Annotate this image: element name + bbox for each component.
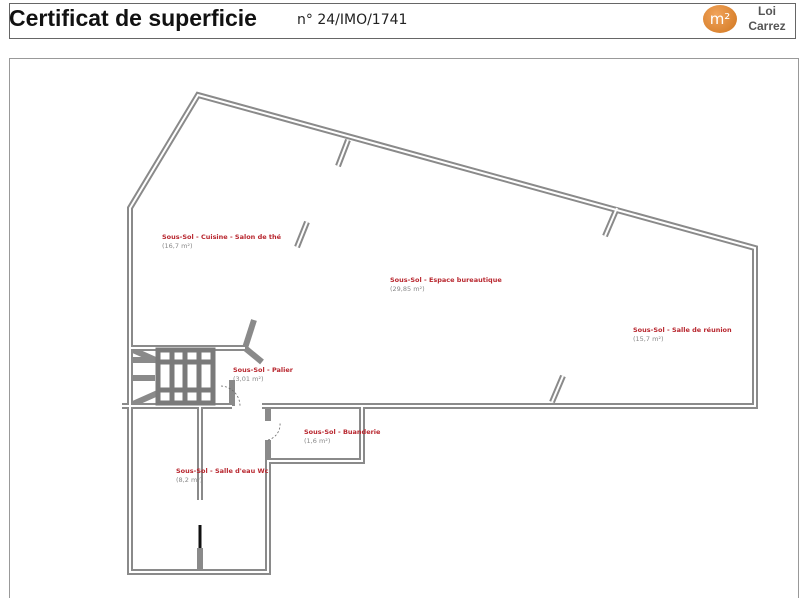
room-name: Sous-Sol - Salle de réunion [633, 326, 732, 334]
room-name: Sous-Sol - Salle d'eau Wc [176, 467, 269, 475]
floor-plan-frame [9, 58, 799, 598]
room-label-espace-bureautique: Sous-Sol - Espace bureautique(29,85 m²) [390, 276, 502, 294]
room-label-salle-eau: Sous-Sol - Salle d'eau Wc(8,2 m²) [176, 467, 269, 485]
door-swing-buanderie [267, 422, 281, 441]
page-title: Certificat de superficie [9, 5, 257, 31]
logo-text-2: Carrez [748, 19, 786, 33]
room-area: (29,85 m²) [390, 285, 425, 293]
room-area: (8,2 m²) [176, 476, 203, 484]
loi-carrez-logo: m² [703, 5, 737, 33]
certificate-header [9, 3, 796, 39]
room-name: Sous-Sol - Cuisine - Salon de thé [162, 233, 282, 241]
room-area: (15,7 m²) [633, 335, 664, 343]
room-area: (16,7 m²) [162, 242, 193, 250]
certificate-number: n° 24/IMO/1741 [297, 12, 408, 28]
room-label-buanderie: Sous-Sol - Buanderie(1,6 m²) [304, 428, 380, 446]
room-area: (3,01 m²) [233, 375, 264, 383]
room-area: (1,6 m²) [304, 437, 331, 445]
room-name: Sous-Sol - Buanderie [304, 428, 381, 436]
staircase [155, 347, 216, 406]
room-name: Sous-Sol - Espace bureautique [390, 276, 502, 284]
logo-text-1: Loi [758, 4, 776, 18]
room-name: Sous-Sol - Palier [233, 366, 293, 374]
room-label-cuisine: Sous-Sol - Cuisine - Salon de thé(16,7 m… [162, 233, 281, 251]
room-label-salle-reunion: Sous-Sol - Salle de réunion(15,7 m²) [633, 326, 732, 344]
room-label-palier: Sous-Sol - Palier(3,01 m²) [233, 366, 293, 384]
